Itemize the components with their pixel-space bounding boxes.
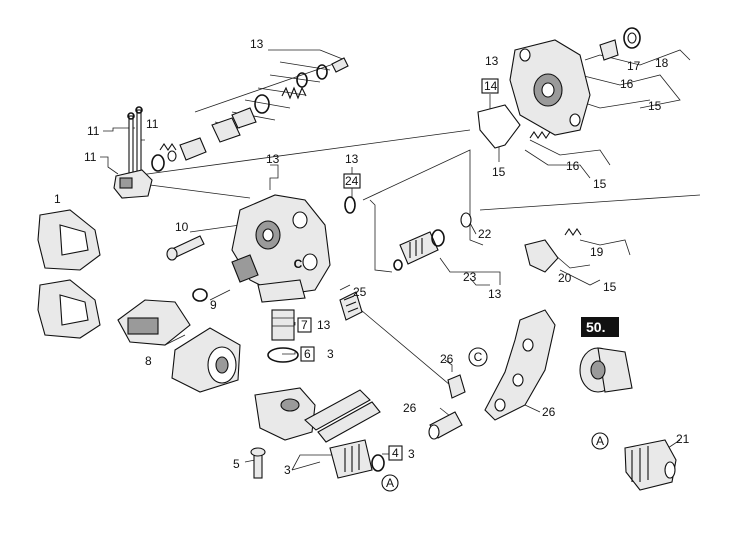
part-check-valves (344, 196, 472, 271)
callout-3: 3 (327, 347, 334, 361)
callout-11: 11 (146, 117, 159, 131)
callout-15: 15 (648, 99, 662, 113)
part-spring-19 (564, 228, 582, 236)
callout-7: 7 (301, 318, 308, 332)
part-mounting-bracket (484, 309, 556, 421)
callout-16: 16 (620, 77, 634, 91)
callout-17: 17 (627, 59, 641, 73)
callout-3: 3 (408, 447, 415, 461)
callout-5: 5 (233, 457, 240, 471)
callout-14: 14 (484, 79, 498, 93)
callout-50: 50. (586, 319, 605, 335)
parts: A A C C (37, 27, 677, 492)
callout-25: 25 (353, 285, 367, 299)
part-cover-fittings (584, 27, 641, 61)
part-side-bracket (37, 209, 101, 339)
part-pump-housing (231, 194, 331, 303)
part-bolt-5 (250, 447, 266, 479)
part-lower-manifold (254, 387, 385, 479)
callout-50-badge (581, 317, 619, 337)
callout-26: 26 (440, 352, 454, 366)
callout-19: 19 (590, 245, 604, 259)
part-bolt-10 (166, 235, 205, 261)
marker-c-bracket: C (468, 347, 488, 367)
marker-c-housing: C (294, 257, 303, 271)
callout-11: 11 (87, 124, 100, 138)
marker-a-bottom: A (591, 432, 609, 450)
callout-15: 15 (492, 165, 506, 179)
part-motor-coupling (117, 299, 241, 393)
callout-21: 21 (676, 432, 690, 446)
callout-26: 26 (403, 401, 417, 415)
callout-9: 9 (210, 298, 217, 312)
part-cover-15 (509, 39, 591, 136)
callout-11: 11 (84, 150, 97, 164)
part-pump-head-50 (579, 347, 633, 393)
part-oring-9 (192, 288, 208, 302)
callout-23: 23 (463, 270, 477, 284)
callout-16: 16 (566, 159, 580, 173)
callout-13: 13 (317, 318, 331, 332)
svg-text:C: C (294, 257, 303, 271)
callout-3: 3 (284, 463, 291, 477)
part-valve-insert-7 (271, 309, 295, 341)
callout-20: 20 (558, 271, 572, 285)
callout-18: 18 (655, 56, 669, 70)
svg-text:C: C (474, 350, 483, 364)
svg-text:A: A (596, 434, 604, 448)
callout-13: 13 (250, 37, 264, 51)
callout-13: 13 (488, 287, 502, 301)
part-pins-and-valve (113, 106, 207, 199)
part-valve-stack (211, 57, 349, 143)
marker-a-top: A (381, 474, 399, 492)
callout-26: 26 (542, 405, 556, 419)
part-gasket-14 (477, 104, 521, 149)
callout-10: 10 (175, 220, 189, 234)
callout-15: 15 (603, 280, 617, 294)
callout-15: 15 (593, 177, 607, 191)
callout-13: 13 (345, 152, 359, 166)
svg-text:A: A (386, 476, 394, 490)
callout-24: 24 (345, 174, 359, 188)
callout-4: 4 (392, 446, 399, 460)
callout-labels: 1 3 3 3 4 5 6 7 8 9 10 11 11 11 13 13 13… (54, 37, 690, 477)
callout-6: 6 (304, 347, 311, 361)
callout-22: 22 (478, 227, 492, 241)
part-nipples-26 (428, 374, 466, 440)
part-oring-6 (267, 347, 299, 363)
part-coupling-21 (624, 439, 677, 491)
part-valve-25 (339, 291, 363, 321)
callout-8: 8 (145, 354, 152, 368)
part-spring-16 (529, 131, 551, 139)
callout-1: 1 (54, 192, 61, 206)
part-gasket-20 (524, 239, 559, 273)
callout-13: 13 (266, 152, 280, 166)
callout-13: 13 (485, 54, 499, 68)
